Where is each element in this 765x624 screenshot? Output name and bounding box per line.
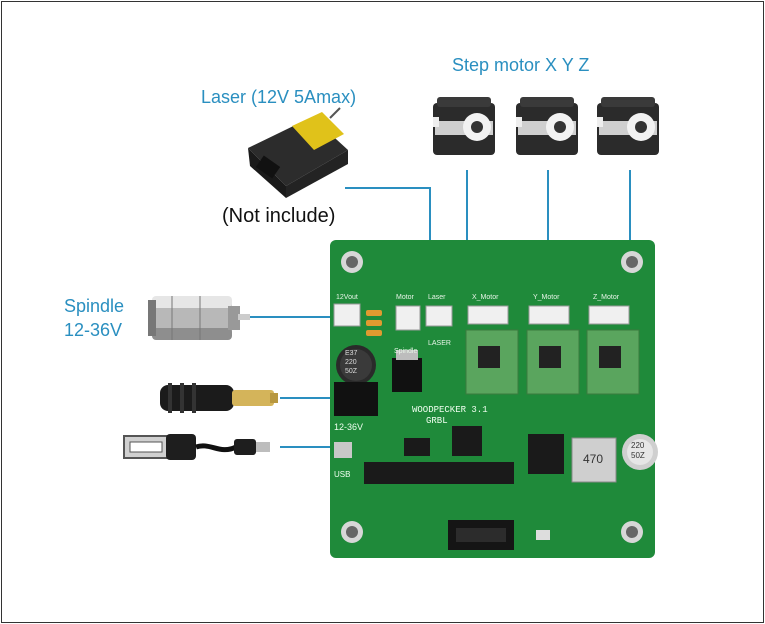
connector-motor: [395, 305, 421, 331]
pin-header: [364, 462, 514, 484]
connector-laser: [425, 305, 453, 327]
cap1-text-0: E37: [345, 350, 358, 357]
header-label-y-motor: Y_Motor: [533, 294, 560, 301]
usb-socket: [334, 442, 352, 458]
inductor-470: [571, 437, 617, 483]
connector-y-motor: [528, 305, 570, 325]
driver-module-x: [465, 329, 519, 395]
board-usb-label: USB: [334, 470, 351, 479]
connector-z-motor: [588, 305, 630, 325]
stepper-motor-y: [516, 97, 578, 155]
connector-x-motor: [467, 305, 509, 325]
mcu-chip: [452, 426, 482, 456]
header-label-motor: Motor: [396, 294, 414, 301]
board-name-line2: GRBL: [426, 416, 448, 426]
cap2-text-0: 220: [631, 441, 645, 450]
board-laser-label: LASER: [428, 340, 451, 347]
cap1-text-2: 50Z: [345, 368, 358, 375]
laser-module: [248, 107, 348, 198]
controller-board: [330, 240, 658, 558]
spindle-voltage-label: 12-36V: [64, 320, 123, 340]
board-spindle-label: Spindle: [394, 348, 418, 355]
cap2-text-1: 50Z: [631, 451, 645, 460]
step-motor-label: Step motor X Y Z: [452, 55, 590, 75]
header-label-12vout: 12Vout: [336, 294, 358, 301]
inductor-text: 470: [583, 452, 604, 466]
header-label-x-motor: X_Motor: [472, 294, 499, 301]
dc-power-plug: [160, 383, 278, 413]
laser-label: Laser (12V 5Amax): [201, 87, 357, 107]
mosfet: [392, 358, 422, 392]
stepper-motor-z: [597, 97, 659, 155]
board-input-voltage: 12-36V: [334, 422, 364, 432]
cap1-text-1: 220: [345, 359, 357, 366]
board-name-line1: WOODPECKER 3.1: [412, 405, 488, 415]
spindle-motor: [148, 296, 250, 340]
usb-cable: [123, 434, 270, 460]
spindle-label: Spindle: [64, 296, 125, 316]
not-include-label: (Not include): [222, 205, 336, 227]
connector-12vout: [333, 303, 361, 327]
header-label-laser: Laser: [428, 294, 446, 301]
dc-jack-socket: [334, 382, 378, 416]
header-label-z-motor: Z_Motor: [593, 294, 620, 301]
stepper-motor-x: [433, 97, 495, 155]
